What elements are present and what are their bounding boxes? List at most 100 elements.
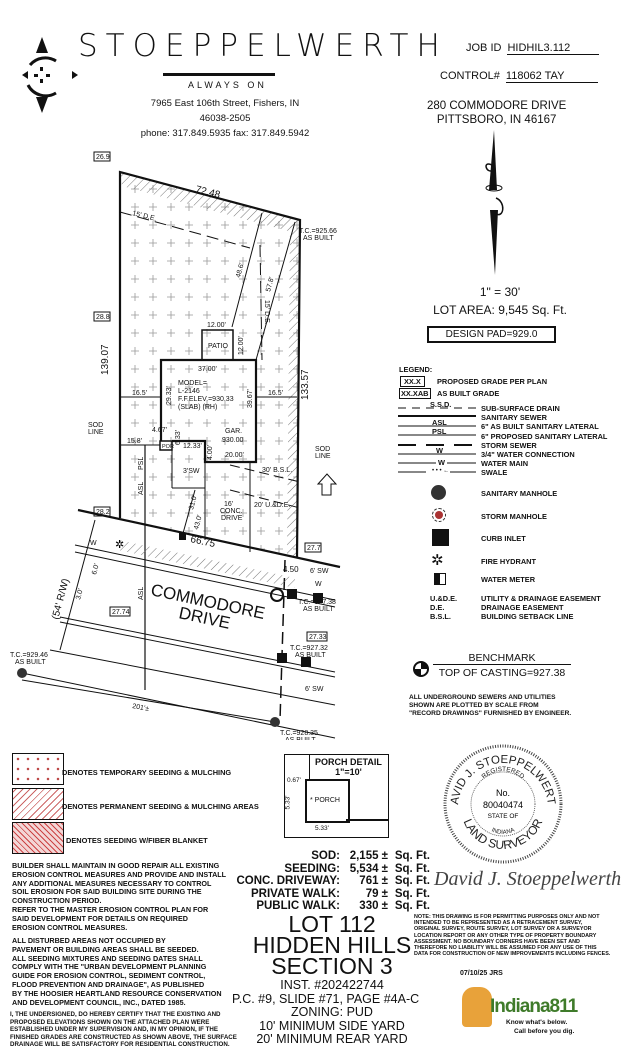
site-address: 280 COMMODORE DRIVE PITTSBORO, IN 46167 [427, 99, 566, 127]
address-line: 7965 East 106th Street, Fishers, IN 4603… [150, 98, 300, 124]
walk-3sw: 3'SW [183, 468, 200, 475]
drive-width: 16' [224, 501, 233, 508]
quantity-label: CONC. DRIVEWAY: [236, 875, 340, 887]
site-city: PITTSBORO, IN 46167 [436, 114, 557, 126]
sidewalk-6-bottom: 6' SW [305, 686, 324, 693]
design-pad: DESIGN PAD=929.0 [427, 326, 556, 343]
grade-se: 27.7 [307, 545, 321, 552]
quantity-unit: Sq. Ft. [394, 900, 430, 912]
scale-ratio: 1" = 30' [479, 285, 521, 299]
legend-ude: UTILITY & DRAINAGE EASEMENT [481, 594, 601, 603]
note-line: PROPOSED ELEVATIONS SHOWN ON THE ATTACHE… [10, 1018, 210, 1026]
legend-sanitary-sewer: SANITARY SEWER [481, 413, 547, 423]
note-line: SAID DEVELOPMENT FOR DETAILS ON REQUIRED [12, 913, 188, 923]
disclaimer-note: NOTE: THIS DRAWING IS FOR PERMITTING PUR… [414, 914, 610, 957]
sod-line-left: SOD [88, 422, 103, 429]
quantity-value: 2,155 ± [349, 850, 388, 862]
as-built-2732: AS BUILT [295, 652, 326, 659]
fiber-blanket-swatch [12, 822, 64, 854]
quantity-value: 330 ± [359, 900, 388, 912]
indiana811-tagline-1: Know what's below. [506, 1019, 568, 1026]
legend-curb-inlet: CURB INLET [481, 534, 526, 543]
lot-area: LOT AREA: 9,545 Sq. Ft. [433, 303, 567, 317]
seal-state-of: STATE OF [488, 813, 519, 820]
tc-ne: T.C.=925.66 [299, 228, 337, 235]
control-row: CONTROL#118062 TAY [440, 70, 598, 83]
legend-as-built: AS BUILT GRADE [437, 389, 500, 398]
plat-cabinet: P.C. #9, SLIDE #71, PAGE #4A-C [232, 991, 420, 1006]
note-line: CONSTRUCTION PERIOD. [12, 896, 102, 906]
abbr-de: D.E. [430, 603, 445, 612]
sanitary-manhole-icon [270, 717, 280, 727]
instrument-number: INST. #202422744 [280, 978, 384, 992]
quantity-unit: Sq. Ft. [394, 862, 430, 875]
control-value: 118062 TAY [505, 70, 598, 83]
note-line: BUILDER SHALL MAINTAIN IN GOOD REPAIR AL… [12, 861, 220, 870]
job-id-value: HIDHIL3.112 [507, 42, 600, 55]
sanitary-manhole-icon [17, 668, 27, 678]
quantity-value: 761 ± [359, 875, 388, 887]
legend-abbrev: U.&D.E. D.E. B.S.L. [430, 594, 457, 621]
note-line: DATA FOR CONSTRUCTION OF NEW IMPROVEMENT… [414, 951, 611, 958]
legend-bsl: BUILDING SETBACK LINE [481, 612, 574, 621]
note-line: ESTABLISHED UNDER MY SUPERVISION AND, IN… [10, 1026, 218, 1034]
note-line: FLOOD PREVENTION AND DRAINAGE", AS PUBLI… [12, 979, 205, 989]
quantity-value: 79 ± [365, 887, 388, 900]
grade-2774: 27.74 [112, 609, 130, 616]
asl-label-2: ASL [138, 587, 145, 600]
curb-inlet-icon [432, 529, 449, 546]
dim-158: 15.8' [127, 438, 142, 445]
patio-width: 12.00' [207, 322, 226, 329]
legend-fire-hydrant: FIRE HYDRANT [481, 557, 537, 566]
note-line: LOCATION REPORT OR ANY OTHER TYPE OF PRO… [414, 932, 597, 939]
as-built-2946: AS BUILT [15, 659, 46, 666]
as-built-2738: AS BUILT [303, 606, 334, 613]
setback-line: 30' B.S.L. [262, 467, 292, 474]
model-label: MODEL= [178, 380, 207, 387]
legend-water-meter: WATER METER [481, 575, 536, 584]
note-line: THEREFORE NO LIABILITY WILL BE ASSUMED F… [414, 945, 597, 952]
svg-text:• • • ←: • • • ← [432, 468, 449, 474]
note-line: I, THE UNDERSIGNED, DO HEREBY CERTIFY TH… [10, 1011, 221, 1018]
sanitary-manhole-icon [431, 485, 446, 500]
indiana811-brand: Indiana811 [490, 996, 578, 1017]
abbr-ude: U.&D.E. [430, 594, 458, 603]
quantity-label: SEEDING: [284, 862, 340, 875]
patio-label: PATIO [208, 343, 229, 350]
lot-seeding-area [120, 172, 300, 557]
public-walk-area [118, 540, 295, 588]
legend-storm-manhole: STORM MANHOLE [481, 512, 547, 521]
quantity-row: PRIVATE WALK:79 ±Sq. Ft. [228, 888, 430, 901]
legend-asl: 6" AS BUILT SANITARY LATERAL [481, 422, 599, 432]
water-label-2: W [315, 581, 322, 588]
fire-hydrant-icon: ✲ [115, 539, 124, 551]
garage-label: GAR. [225, 428, 242, 435]
note-line: FINISHED GRADES ARE CONSTRUCTED AS SHOWN… [10, 1033, 237, 1041]
quantity-unit: Sq. Ft. [394, 875, 430, 887]
note-line: BY THE HOOSIER HEARTLAND RESOURCE CONSER… [12, 988, 222, 998]
legend-sym-asl: ASL [432, 418, 447, 427]
grade-w: 28.8 [96, 314, 110, 321]
legend-sym-ssd: S.S.D. [430, 400, 452, 409]
sod-line-right: SOD [315, 446, 330, 453]
quantity-row: SOD:2,155 ±Sq. Ft. [228, 850, 430, 863]
seal-no: No. [496, 788, 510, 798]
company-tagline: ALWAYS ON [188, 80, 267, 90]
company-name: STOEPPELWERTH [78, 28, 448, 64]
fiber-blanket-label: DENOTES SEEDING W/FIBER BLANKET [66, 836, 208, 845]
quantity-row: SEEDING: 5,534 ± Sq. Ft. [228, 863, 430, 876]
benchmark-value: TOP OF CASTING=927.38 [438, 667, 566, 679]
slab-note: (SLAB) (RH) [178, 404, 217, 411]
indiana811-logo: Indiana811 Know what's below. Call befor… [462, 982, 587, 1042]
porch-label: POR [162, 444, 174, 450]
north-arrow-icon [485, 130, 504, 275]
dim-2000: 20.00' [225, 452, 244, 459]
quantity-value: 5,534 ± [349, 862, 388, 875]
dim-310: 31.0' [188, 494, 199, 510]
side-easement: 15' D.E. [263, 300, 270, 325]
seal-number: 80040474 [483, 800, 523, 810]
legend-sym-as-built: XX.XAB [399, 388, 431, 399]
indiana811-tagline-2: Call before you dig. [514, 1028, 575, 1035]
